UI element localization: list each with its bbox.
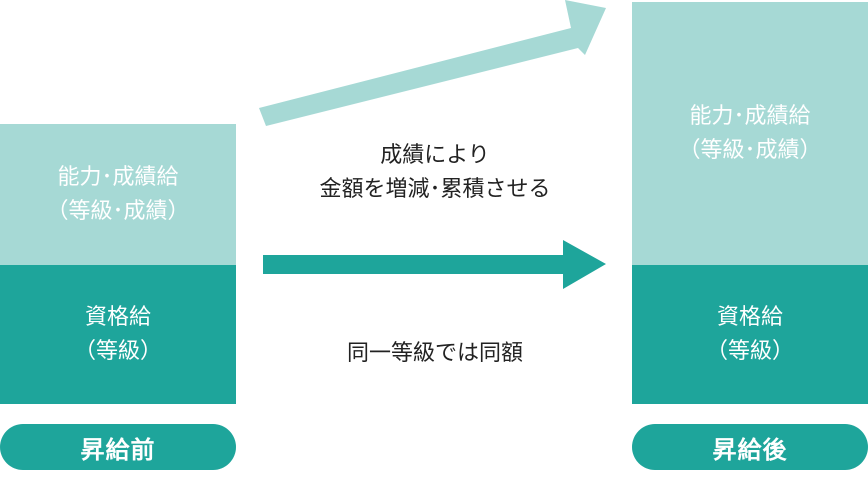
diagonal-increase-arrow-icon (259, 0, 606, 126)
before-raise-label: 昇給前 (0, 424, 236, 470)
after-base-pay-basis: （等級） (705, 338, 794, 364)
after-raise-label: 昇給後 (632, 424, 868, 470)
after-performance-pay-title: 能力･成績給 (689, 103, 811, 129)
performance-change-caption: 成績により 金額を増減･累積させる (280, 139, 590, 207)
before-performance-pay-basis: （等級･成績） (46, 198, 190, 224)
after-base-pay-title: 資格給 (716, 304, 783, 330)
before-base-pay-basis: （等級） (73, 338, 162, 364)
performance-change-caption-line1: 成績により (380, 143, 490, 168)
after-performance-pay-block: 能力･成績給 （等級･成績） (632, 2, 868, 265)
before-performance-pay-block: 能力･成績給 （等級･成績） (0, 124, 236, 265)
after-base-pay-block: 資格給 （等級） (632, 265, 868, 404)
before-base-pay-block: 資格給 （等級） (0, 265, 236, 404)
before-performance-pay-title: 能力･成績給 (57, 164, 179, 190)
before-base-pay-title: 資格給 (84, 304, 151, 330)
same-grade-caption: 同一等級では同額 (346, 341, 523, 366)
performance-change-caption-line2: 金額を増減･累積させる (319, 177, 551, 202)
horizontal-same-arrow-icon (263, 240, 606, 289)
after-performance-pay-basis: （等級･成績） (678, 137, 822, 163)
